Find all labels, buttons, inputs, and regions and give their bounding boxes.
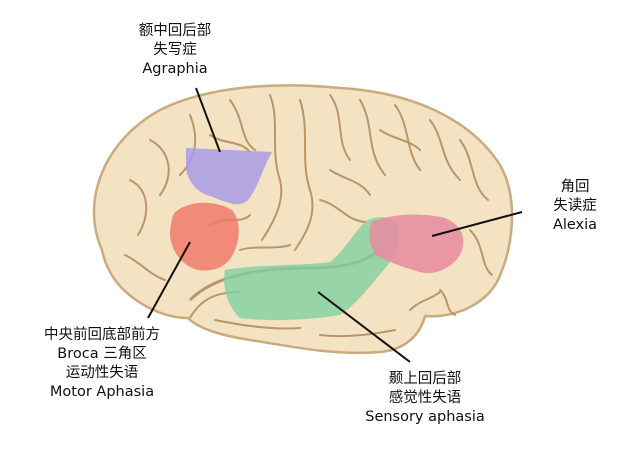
agraphia-area	[186, 148, 272, 205]
sensory-aphasia-label: 颞上回后部 感觉性失语 Sensory aphasia	[340, 370, 510, 427]
motor-aphasia-label-line2: Broca 三角区	[57, 346, 147, 362]
motor-aphasia-label-line3: 运动性失语	[65, 365, 139, 381]
alexia-label: 角回 失读症 Alexia	[520, 178, 630, 235]
sensory-aphasia-label-line2: 感觉性失语	[388, 390, 462, 406]
gyri-lines	[124, 94, 493, 338]
broca-area	[170, 202, 239, 271]
agraphia-label-line1: 额中回后部	[138, 23, 212, 39]
angular-gyrus-area	[369, 214, 464, 274]
alexia-label-line2: 失读症	[553, 198, 597, 214]
agraphia-label: 额中回后部 失写症 Agraphia	[100, 22, 250, 79]
motor-aphasia-label-line1: 中央前回底部前方	[44, 327, 160, 343]
sensory-aphasia-label-line1: 颞上回后部	[388, 371, 462, 387]
motor-leader-line	[147, 241, 191, 319]
motor-aphasia-label: 中央前回底部前方 Broca 三角区 运动性失语 Motor Aphasia	[12, 326, 192, 402]
wernicke-area	[224, 217, 400, 321]
agraphia-label-line3: Agraphia	[142, 61, 208, 77]
alexia-label-line3: Alexia	[552, 217, 598, 233]
sensory-aphasia-label-line3: Sensory aphasia	[365, 409, 485, 425]
alexia-leader-line	[431, 211, 523, 237]
agraphia-leader-line	[195, 87, 221, 153]
agraphia-label-line2: 失写症	[153, 42, 197, 58]
sensory-leader-line	[317, 291, 411, 363]
alexia-label-line1: 角回	[560, 179, 590, 195]
motor-aphasia-label-line4: Motor Aphasia	[49, 384, 155, 400]
